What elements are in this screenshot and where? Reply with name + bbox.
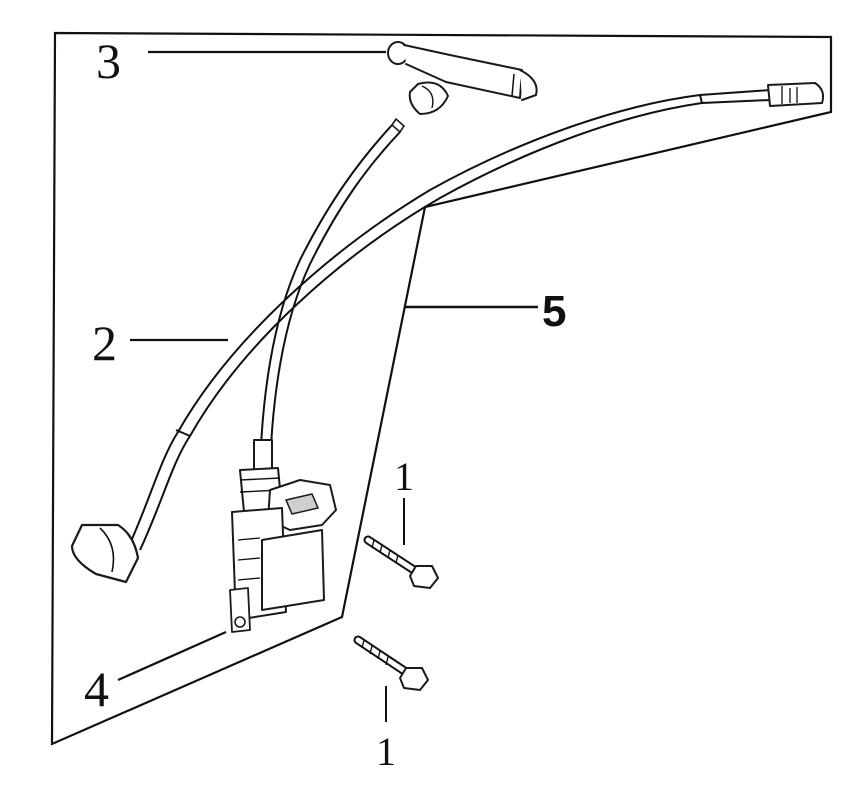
callout-ignition-coil: 4 — [84, 661, 109, 717]
callout-high-tension-cord: 2 — [92, 315, 117, 371]
cord-end-connector — [767, 82, 825, 107]
backing-panel — [50, 31, 833, 746]
bolt-lower — [353, 635, 429, 691]
coil-lead-wire — [259, 118, 405, 471]
callout-spark-plug-cap: 3 — [96, 33, 121, 89]
high-tension-cord — [127, 89, 771, 551]
ignition-coil — [229, 439, 337, 633]
callout-bolt-lower: 1 — [376, 729, 396, 774]
bolt-upper — [363, 535, 439, 589]
callout-panel: 5 — [542, 287, 566, 336]
leader-lines — [117, 50, 538, 722]
cord-boot — [70, 523, 140, 584]
callout-bolt-upper: 1 — [394, 454, 414, 499]
callout-labels: 3 2 5 4 1 1 — [84, 33, 566, 774]
spark-plug-cap — [387, 41, 538, 115]
